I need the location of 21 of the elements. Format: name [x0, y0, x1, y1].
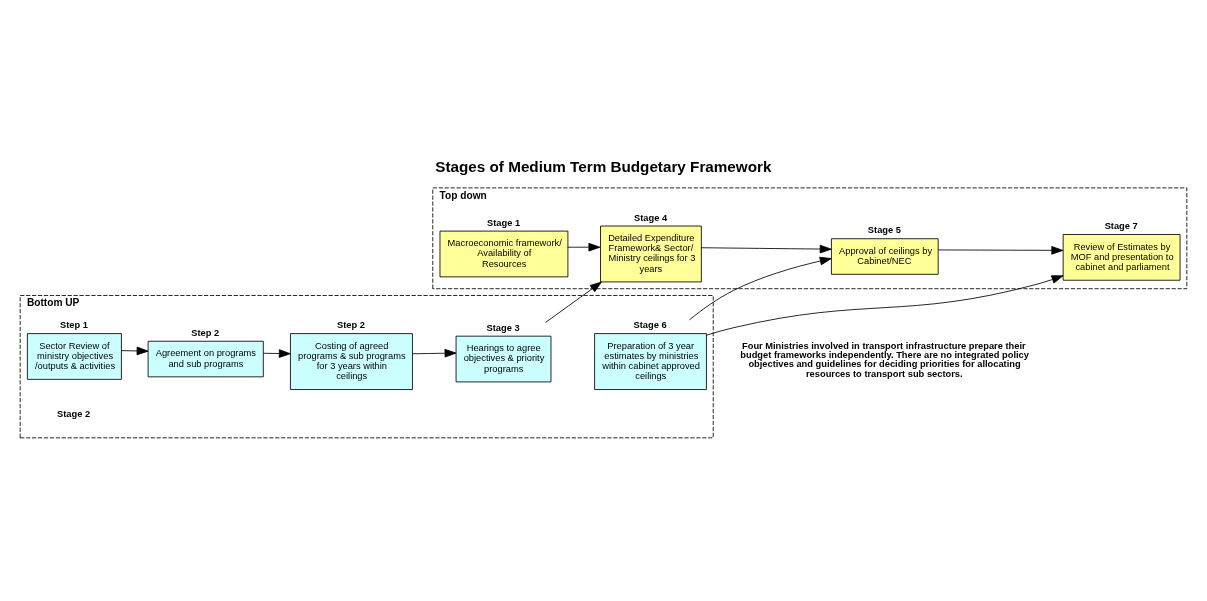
node-label: Stage 7	[1104, 220, 1138, 231]
arrow	[567, 242, 601, 251]
arrow	[688, 256, 832, 320]
node-label: Stage 4	[634, 212, 668, 223]
caption: Four Ministries involved in transport infrastructure prepare their budget frameworks independently. There are no integrated policy objectives and guidelines for deciding priorities for allocating resources to transport sub sectors.	[740, 340, 1029, 379]
node-label: Stage 1	[487, 217, 521, 228]
node-label: Step 2	[191, 327, 220, 338]
node-label: Stage 6	[633, 319, 667, 330]
arrow	[700, 244, 832, 253]
arrow	[412, 348, 457, 357]
arrow	[120, 346, 149, 355]
arrow	[938, 245, 1064, 255]
arrow	[263, 348, 291, 358]
node-label: Stage 3	[486, 322, 520, 333]
node-label: Step 1	[59, 319, 88, 330]
label: Stage 2	[57, 408, 91, 419]
arrow	[706, 274, 1064, 336]
node-label: Step 2	[337, 319, 365, 330]
node-label: Stage 5	[867, 224, 901, 235]
arrow	[545, 281, 602, 323]
diagram-title: Stages of Medium Term Budgetary Framework	[435, 157, 772, 175]
